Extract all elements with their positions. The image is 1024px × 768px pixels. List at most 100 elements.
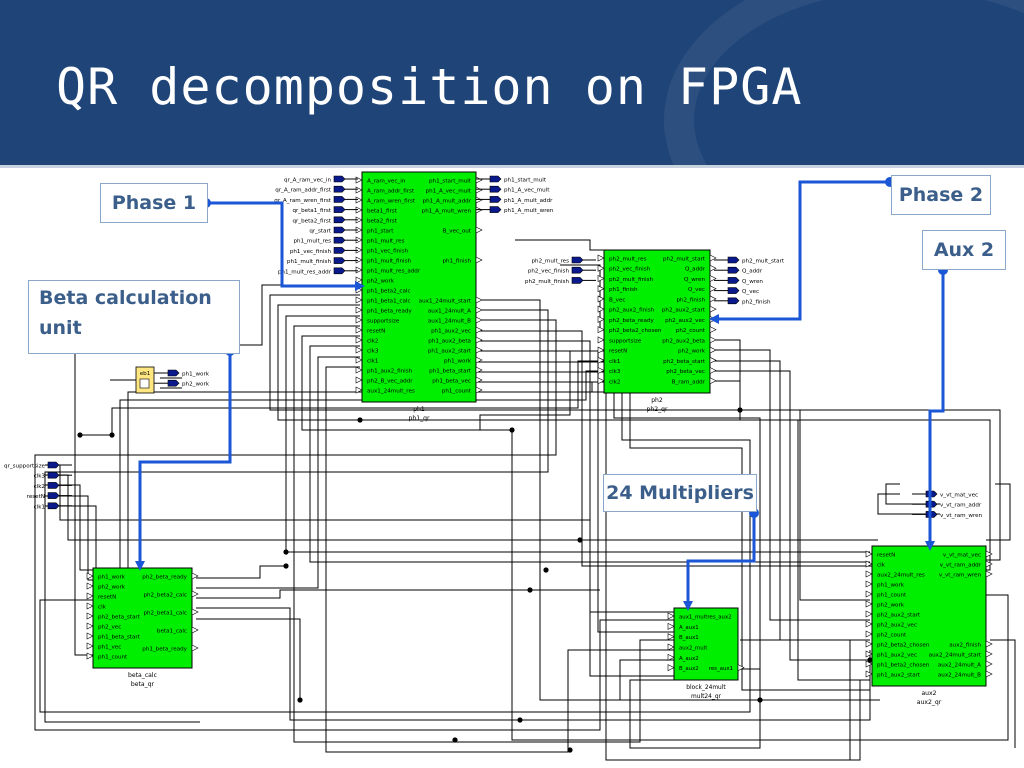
port-label: A_ram_wren_first [367,199,416,205]
input-pin-label: qr_start [309,229,331,235]
phase1-callout-text: Phase 1 [111,192,197,214]
port-label: ph1_aux2_beta [428,339,471,345]
port-arrow [86,602,94,610]
port-label: Q_addr [685,267,706,273]
block-type-label: mult24_qr [691,694,722,700]
input-pin-icon [333,185,346,193]
wire [710,370,870,661]
port-arrow [865,640,873,648]
aux2-callout: Aux 2 [922,230,1006,270]
port-arrow [985,560,993,568]
phase1-callout: Phase 1 [100,183,208,223]
port-arrow [86,652,94,660]
output-pin-icon [489,175,502,183]
input-pin-icon [571,256,584,264]
port-arrow [865,580,873,588]
output-pin-icon [727,287,740,294]
output-pin-label: v_vt_ram_addr [940,503,982,509]
wire [301,335,1009,741]
output-pin-label: ph1_start_mult [504,178,547,184]
port-arrow [597,274,605,282]
port-arrow [475,326,483,334]
port-label: ph1_finish [442,259,471,265]
input-pin-label: ph1_mult_res_addr [278,269,332,275]
ph1-output-pins: ph1_start_mult ph1_A_vec_mult ph1_A_mult_a… [476,175,554,214]
port-arrow [667,612,675,620]
port-arrow [475,376,483,384]
input-pin-label: ph2_vec_finish [528,269,570,275]
port-arrow [985,640,993,648]
port-arrow [667,643,675,651]
wire-junction [757,697,763,703]
wire [196,618,301,700]
port-label: ph2_work [877,603,905,609]
port-arrow [355,276,363,284]
wire [660,639,851,761]
port-label: ph1_mult_finish [367,259,412,265]
aux2-block: resetNclkaux2_24mult_resph1_workph1_coun… [865,545,993,706]
beta-calc-block-body [92,567,193,669]
port-arrow [865,570,873,578]
port-label: aux2_mult [679,646,707,652]
port-label: ph2_beta_start [98,615,141,621]
input-pin-label: ph2_mult_res [531,259,569,265]
input-pin-icon [571,266,584,274]
mult24-block: aux1_multres_aux2A_aux1B_aux1aux2_multA_… [667,607,745,700]
port-arrow [355,296,363,304]
ph1-input-pins: qr_A_ram_vec_inqr_A_ram_addr_firstqr_A_r… [274,175,358,275]
wire [710,380,870,681]
port-arrow [667,653,675,661]
port-label: ph2_mult_res [609,257,647,263]
port-arrow [475,186,483,194]
port-arrow [86,612,94,620]
eb1-inner-icon [139,378,150,389]
output-pin-icon [727,256,740,264]
port-arrow [475,296,483,304]
port-label: ph2_aux2_start [877,613,921,619]
input-pin-icon [333,267,346,275]
port-arrow [985,570,993,578]
input-pin-label: qr_A_ram_wren_first [274,198,332,204]
port-arrow [475,306,483,314]
port-label: ph1_aux2_finish [367,369,413,375]
port-arrow [597,336,605,344]
port-label: ph2_aux2_vec [877,623,917,629]
input-pin-icon [47,471,60,479]
aux2-arrow [925,270,945,551]
port-arrow [709,264,717,272]
port-label: B_vec_out [443,229,472,235]
block-type-label: aux2_qr [917,699,942,706]
block-layer: A_ram_vec_inA_ram_addr_firstA_ram_wren_f… [86,171,993,706]
port-arrow [86,592,94,600]
port-label: ph2_aux2_finish [609,308,655,314]
slide-title: QR decomposition on FPGA [56,58,803,116]
input-pin-icon [47,502,60,510]
port-label: ph1_beta1_calc [367,299,411,305]
block-instance-label: beta_calc [128,672,157,679]
ph1-block: A_ram_vec_inA_ram_addr_firstA_ram_wren_f… [355,171,483,422]
port-label: supportsize [609,338,642,344]
port-arrow [865,590,873,598]
port-arrow [191,626,199,634]
aux2-callout-text: Aux 2 [933,239,995,261]
port-label: res_aux1 [709,666,733,672]
wire-junction [577,537,583,543]
port-label: ph1_beta_ready [142,647,187,653]
port-arrow [475,366,483,374]
input-pin-icon [333,206,346,213]
port-arrow [709,305,717,313]
port-arrow [865,650,873,658]
port-arrow [597,326,605,334]
wire [478,340,674,613]
port-label: v_vt_mat_vec [943,553,981,559]
port-label: ph2_work [678,349,706,355]
input-pin-icon [333,175,346,183]
port-arrow [865,610,873,618]
wire [629,668,761,749]
port-label: ph1_work [877,583,905,589]
output-pin-label: ph1_A_vec_mult [504,188,550,194]
port-arrow [355,286,363,294]
output-pin-label: ph1_A_mult_addr [504,198,553,204]
port-arrow [475,336,483,344]
port-arrow [667,664,675,672]
